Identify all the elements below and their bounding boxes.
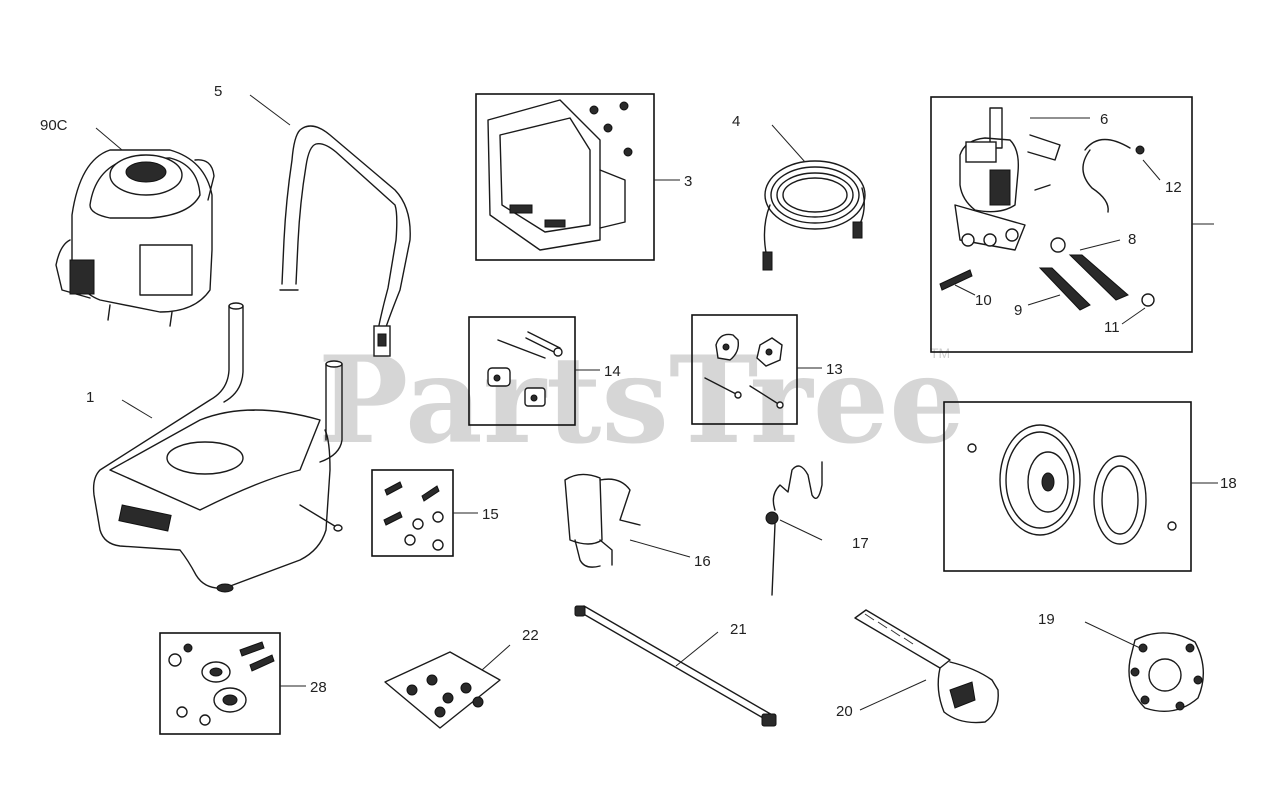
callout-line-spray-gun <box>859 679 927 711</box>
callout-holder: 16 <box>694 553 711 570</box>
part-frame[interactable] <box>92 302 343 593</box>
watermark-trademark: TM <box>930 345 950 361</box>
part-nozzle-caddy[interactable] <box>1128 632 1204 712</box>
callout-line-pump-9 <box>1027 294 1061 306</box>
callout-pump-item-6: 6 <box>1100 111 1108 128</box>
callout-line-pump-10 <box>954 284 976 296</box>
callout-wand: 21 <box>730 621 747 638</box>
part-panel[interactable] <box>487 99 633 251</box>
part-hose[interactable] <box>762 160 866 271</box>
part-engine[interactable] <box>55 149 215 327</box>
callout-line-engine <box>95 127 123 151</box>
box-knob-kit <box>691 314 798 425</box>
callout-decal-pack: 22 <box>522 627 539 644</box>
part-gun-holder[interactable] <box>765 461 823 596</box>
box-panel <box>475 93 655 261</box>
part-pump[interactable] <box>939 107 1155 311</box>
box-wheel-kit <box>943 401 1192 572</box>
callout-gun-holder: 17 <box>852 535 869 552</box>
callout-knob-kit: 13 <box>826 361 843 378</box>
part-wheel-kit[interactable] <box>967 424 1177 545</box>
callout-line-pump-12 <box>1142 159 1161 181</box>
callout-line-hose <box>771 124 806 163</box>
part-decal-pack[interactable] <box>384 651 501 729</box>
callout-pump-item-10: 10 <box>975 292 992 309</box>
callout-line-decal-pack <box>481 644 511 671</box>
part-wand[interactable] <box>574 605 777 727</box>
part-hardware-14[interactable] <box>487 331 563 407</box>
part-bolt-kit[interactable] <box>383 481 444 551</box>
callout-line-gun-holder <box>779 519 823 541</box>
part-knob-kit[interactable] <box>704 333 784 409</box>
callout-pump-item-11: 11 <box>1104 319 1120 336</box>
part-bearing-kit[interactable] <box>168 641 275 726</box>
callout-frame: 1 <box>86 389 94 406</box>
callout-bearing-kit: 28 <box>310 679 327 696</box>
callout-handle: 5 <box>214 83 222 100</box>
box-bearing-kit <box>159 632 281 735</box>
callout-line-handle <box>249 94 291 126</box>
callout-hose: 4 <box>732 113 740 130</box>
watermark-text: PartsTree <box>318 330 965 471</box>
callout-pump-item-8: 8 <box>1128 231 1136 248</box>
callout-nozzle-caddy: 19 <box>1038 611 1055 628</box>
callout-line-pump-11 <box>1121 307 1146 325</box>
box-hardware-14 <box>468 316 576 426</box>
callout-line-pump-8 <box>1079 239 1121 251</box>
callout-panel: 3 <box>684 173 692 190</box>
callout-pump-item-9: 9 <box>1014 302 1022 319</box>
callout-line-frame <box>121 399 153 419</box>
callout-spray-gun: 20 <box>836 703 853 720</box>
callout-line-nozzle-caddy <box>1084 621 1141 649</box>
box-pump <box>930 96 1193 353</box>
callout-pump-item-12: 12 <box>1165 179 1182 196</box>
callout-hardware-14: 14 <box>604 363 621 380</box>
callout-line-wand <box>675 631 719 667</box>
part-spray-gun[interactable] <box>854 609 999 724</box>
callout-bolt-kit: 15 <box>482 506 499 523</box>
callout-engine: 90C <box>40 117 68 134</box>
callout-line-holder <box>629 539 691 558</box>
part-holder[interactable] <box>564 473 641 568</box>
callout-wheel-kit: 18 <box>1220 475 1237 492</box>
part-handle[interactable] <box>279 125 411 357</box>
watermark: PartsTree TM <box>318 330 965 471</box>
